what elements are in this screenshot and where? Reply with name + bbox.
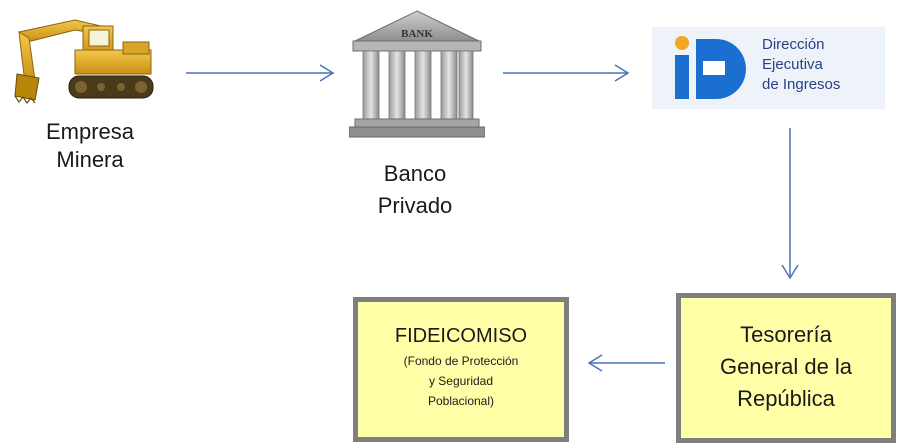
fideicomiso-box: FIDEICOMISO (Fondo de Protección y Segur… [353, 297, 569, 442]
tesoreria-line2: General de la [719, 354, 853, 379]
die-line3: de Ingresos [762, 76, 841, 93]
die-line2: Ejecutiva [762, 56, 823, 73]
die-logo-icon [675, 36, 746, 99]
bank-sign-text: BANK [401, 28, 433, 40]
die-logo-text: Dirección Ejecutiva de Ingresos [762, 35, 840, 95]
empresa-line2: Minera [56, 147, 124, 172]
fideicomiso-title: FIDEICOMISO [394, 325, 528, 347]
arrow-tesoreria-to-fideicomiso [587, 354, 665, 372]
empresa-line1: Empresa [45, 119, 135, 144]
arrow-die-to-tesoreria [781, 128, 799, 280]
tesoreria-box: Tesorería General de la República [676, 293, 896, 443]
fideicomiso-sub3: Poblacional) [427, 394, 495, 408]
die-logo-panel: Dirección Ejecutiva de Ingresos [652, 27, 885, 109]
fideicomiso-sub1: (Fondo de Protección [403, 354, 519, 368]
tesoreria-line3: República [737, 386, 835, 411]
die-line1: Dirección [762, 36, 825, 53]
tesoreria-line1: Tesorería [740, 322, 832, 347]
arrow-banco-to-die [503, 64, 630, 82]
arrow-empresa-to-banco [186, 64, 335, 82]
fideicomiso-sub2: y Seguridad [428, 374, 494, 388]
banco-line2: Privado [377, 193, 453, 218]
excavator-icon [14, 19, 154, 105]
banco-privado-label: Banco Privado [355, 160, 475, 220]
empresa-minera-label: Empresa Minera [20, 118, 160, 174]
banco-line1: Banco [383, 161, 447, 186]
bank-building-icon: BANK [349, 10, 485, 138]
